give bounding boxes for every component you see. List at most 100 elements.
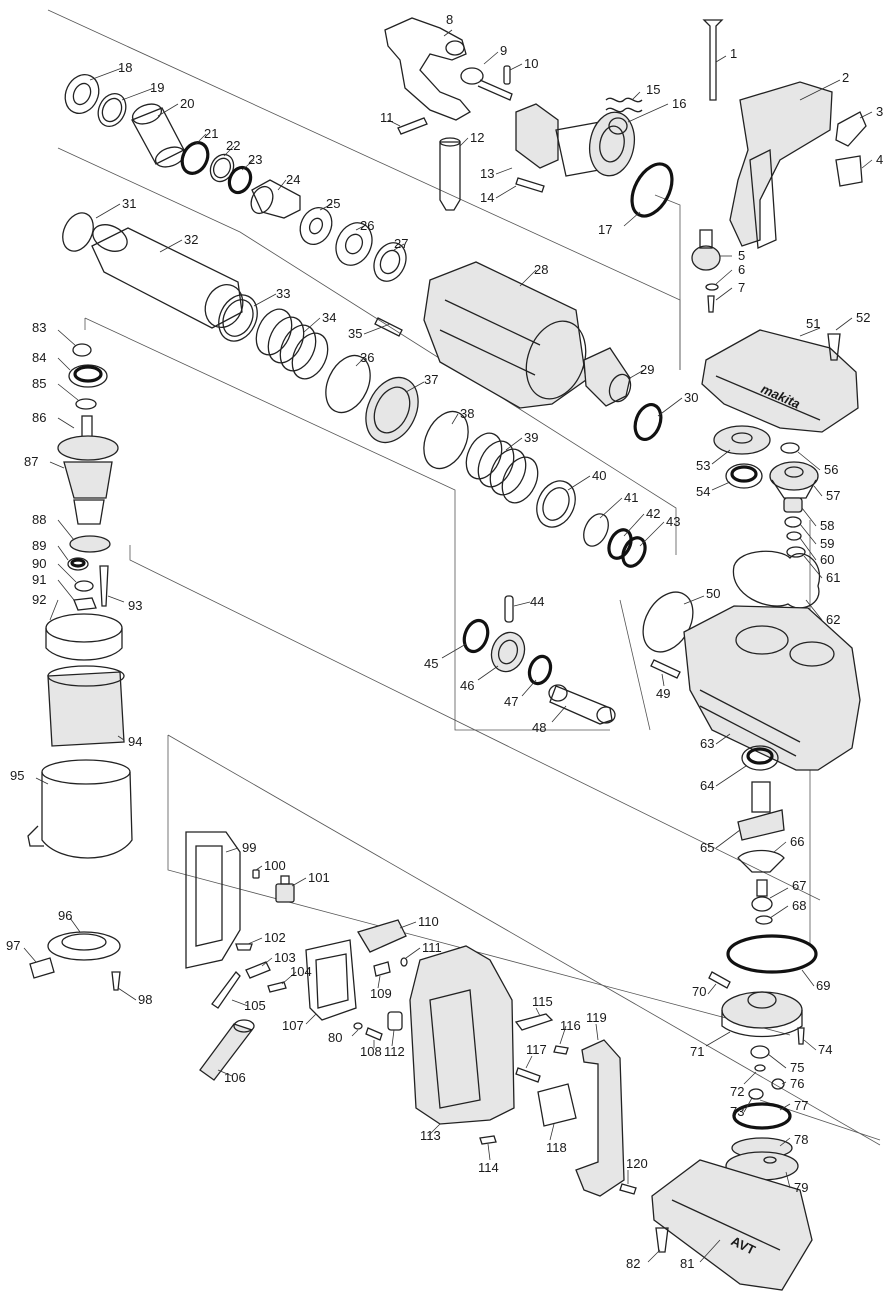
part-4-grip-end xyxy=(835,155,863,187)
part-82-screw xyxy=(655,1227,669,1253)
label-84: 84 xyxy=(32,350,46,365)
label-12: 12 xyxy=(470,130,484,145)
label-70: 70 xyxy=(692,984,706,999)
label-27: 27 xyxy=(394,236,408,251)
label-99: 99 xyxy=(242,840,256,855)
part-112-clamp xyxy=(387,1011,403,1031)
label-97: 97 xyxy=(6,938,20,953)
label-102: 102 xyxy=(264,930,286,945)
label-15: 15 xyxy=(646,82,660,97)
label-19: 19 xyxy=(150,80,164,95)
label-52: 52 xyxy=(856,310,870,325)
part-49-pin xyxy=(650,659,681,679)
part-68-washer xyxy=(755,915,773,925)
part-65-crank-shaft xyxy=(737,781,785,841)
part-63-crank-housing xyxy=(683,605,861,771)
part-84-bearing xyxy=(68,364,108,388)
part-114-screw xyxy=(479,1135,497,1145)
part-13-cylinder xyxy=(515,103,636,177)
label-96: 96 xyxy=(58,908,72,923)
part-29-piston xyxy=(583,347,632,407)
part-94-field xyxy=(47,665,125,747)
label-103: 103 xyxy=(274,950,296,965)
label-5: 5 xyxy=(738,248,745,263)
part-88-insulation-washer xyxy=(69,535,111,553)
label-116: 116 xyxy=(560,1018,581,1033)
part-45-o-ring xyxy=(462,618,490,654)
label-78: 78 xyxy=(794,1132,808,1147)
part-89-bearing xyxy=(67,557,89,571)
part-40-sleeve xyxy=(536,480,576,528)
label-114: 114 xyxy=(478,1160,499,1175)
label-36: 36 xyxy=(360,350,374,365)
part-105-lever xyxy=(211,971,241,1009)
label-77: 77 xyxy=(794,1098,808,1113)
part-8-lever xyxy=(384,17,471,121)
label-42: 42 xyxy=(646,506,660,521)
part-51-top-cover: makita xyxy=(701,329,859,433)
part-25-washer xyxy=(299,207,333,245)
label-68: 68 xyxy=(792,898,806,913)
part-64-bearing xyxy=(741,745,779,771)
label-8: 8 xyxy=(446,12,453,27)
label-83: 83 xyxy=(32,320,46,335)
label-92: 92 xyxy=(32,592,46,607)
label-29: 29 xyxy=(640,362,654,377)
label-51: 51 xyxy=(806,316,820,331)
label-14: 14 xyxy=(480,190,494,205)
part-54-bearing xyxy=(725,463,763,489)
label-20: 20 xyxy=(180,96,194,111)
part-15-spring xyxy=(605,97,643,113)
label-44: 44 xyxy=(530,594,544,609)
part-22-ring xyxy=(209,153,235,183)
part-85-washer xyxy=(75,398,97,410)
part-42-o-ring xyxy=(607,528,633,560)
part-91-rubber xyxy=(73,597,97,611)
part-76-ring xyxy=(771,1078,785,1090)
part-47-o-ring xyxy=(527,654,553,686)
label-30: 30 xyxy=(684,390,698,405)
label-58: 58 xyxy=(820,518,834,533)
part-38-ring xyxy=(423,410,469,470)
part-86-fan xyxy=(57,415,119,461)
label-41: 41 xyxy=(624,490,638,505)
part-60-washer xyxy=(786,531,802,541)
part-46-piston xyxy=(490,631,526,673)
label-93: 93 xyxy=(128,598,142,613)
label-100: 100 xyxy=(264,858,286,873)
part-109-clip xyxy=(373,961,391,977)
label-82: 82 xyxy=(626,1256,640,1271)
part-33-washer xyxy=(218,294,258,342)
label-2: 2 xyxy=(842,70,849,85)
part-26-bushing xyxy=(335,222,373,266)
label-1: 1 xyxy=(730,46,737,61)
label-31: 31 xyxy=(122,196,136,211)
label-25: 25 xyxy=(326,196,340,211)
label-9: 9 xyxy=(500,43,507,58)
part-107-controller xyxy=(305,939,357,1021)
label-61: 61 xyxy=(826,570,840,585)
part-87-armature xyxy=(63,461,113,525)
part-72-washer xyxy=(754,1064,766,1072)
part-19-washer xyxy=(97,92,127,128)
part-18-oil-seal xyxy=(64,74,100,114)
label-66: 66 xyxy=(790,834,804,849)
label-17: 17 xyxy=(598,222,612,237)
label-32: 32 xyxy=(184,232,198,247)
label-57: 57 xyxy=(826,488,840,503)
label-89: 89 xyxy=(32,538,46,553)
label-75: 75 xyxy=(790,1060,804,1075)
label-87: 87 xyxy=(24,454,38,469)
label-54: 54 xyxy=(696,484,710,499)
part-115-plate xyxy=(514,1013,554,1031)
label-48: 48 xyxy=(532,720,546,735)
part-52-screw xyxy=(827,333,841,361)
label-28: 28 xyxy=(534,262,548,277)
label-111: 111 xyxy=(422,940,442,955)
label-56: 56 xyxy=(824,462,838,477)
label-69: 69 xyxy=(816,978,830,993)
label-91: 91 xyxy=(32,572,46,587)
label-95: 95 xyxy=(10,768,24,783)
label-118: 118 xyxy=(546,1140,567,1155)
